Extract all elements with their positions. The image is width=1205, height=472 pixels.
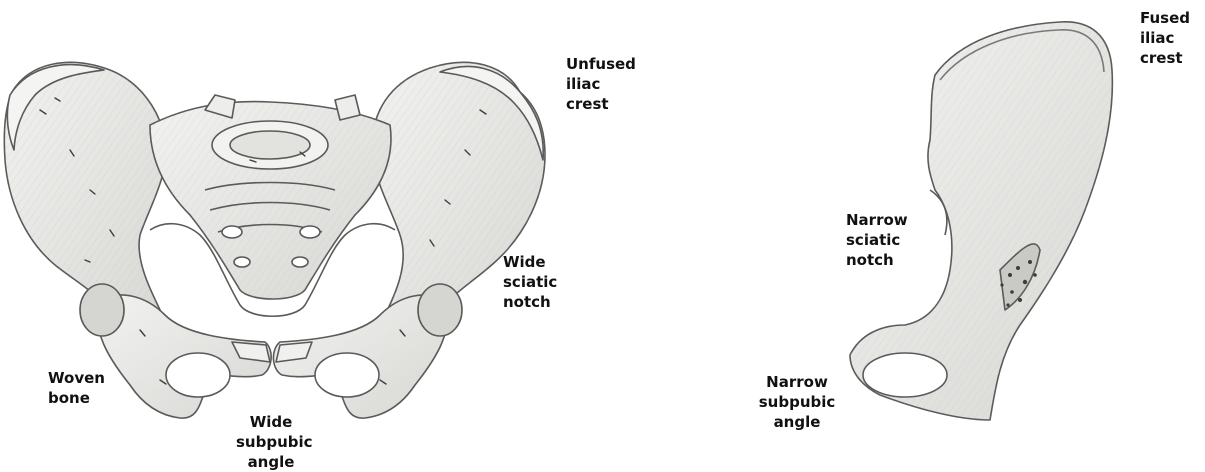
right-obturator-foramen: [315, 353, 379, 397]
label-wide-sciatic-notch: Wide sciatic notch: [503, 252, 557, 312]
label-wide-subpubic-angle: Wide subpubic angle: [236, 412, 306, 472]
obturator-foramen: [863, 353, 947, 397]
label-narrow-sciatic-notch: Narrow sciatic notch: [846, 210, 908, 270]
label-fused-iliac-crest: Fused iliac crest: [1140, 8, 1190, 68]
label-woven-bone: Woven bone: [48, 368, 105, 408]
full-pelvis-drawing: [4, 62, 545, 418]
label-unfused-iliac-crest: Unfused iliac crest: [566, 54, 636, 114]
left-obturator-foramen: [166, 353, 230, 397]
label-narrow-subpubic-angle: Narrow subpubic angle: [752, 372, 842, 432]
